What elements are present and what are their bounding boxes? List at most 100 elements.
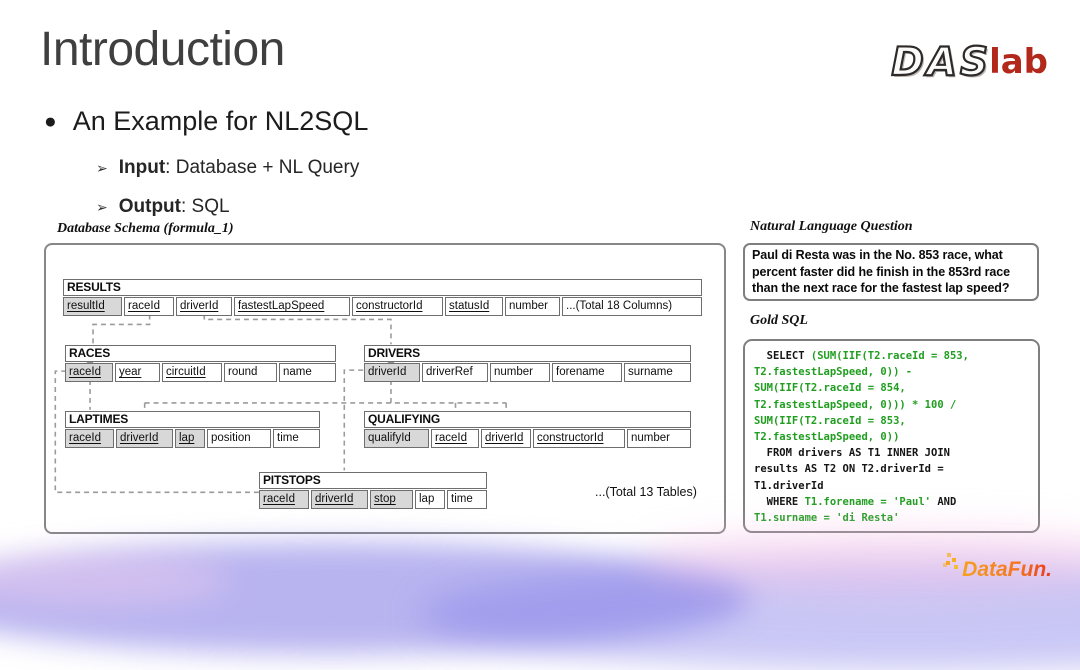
sql-code-line: T2.fastestLapSpeed, 0)) - <box>754 364 1034 380</box>
sql-code-line: T1.driverId <box>754 478 1034 494</box>
column-driverid: driverId <box>311 490 368 509</box>
bullet-input: ➢ Input: Database + NL Query <box>96 157 359 179</box>
gold-sql-section-label: Gold SQL <box>750 313 808 328</box>
sql-expression-text: T2.fastestLapSpeed, 0))) * 100 / <box>754 398 957 411</box>
column-raceid: raceId <box>259 490 309 509</box>
sql-code-line: SUM(IIF(T2.raceId = 854, <box>754 380 1034 396</box>
sql-expression-text: SUM(IIF(T2.raceId = 853, <box>754 414 906 427</box>
arrow-bullet-icon: ➢ <box>96 199 108 215</box>
sql-code-line: WHERE T1.forename = 'Paul' AND <box>754 494 1034 510</box>
fk-connector-line <box>54 370 259 494</box>
sql-code-line: FROM drivers AS T1 INNER JOIN <box>754 445 1034 461</box>
column-stop: stop <box>370 490 413 509</box>
column-number: number <box>490 363 550 382</box>
column-lap: lap <box>175 429 205 448</box>
bullet-main-text: An Example for NL2SQL <box>72 106 369 136</box>
column-fastestlapspeed: fastestLapSpeed <box>234 297 350 316</box>
column-constructorid: constructorId <box>352 297 443 316</box>
fk-connector-line <box>343 369 364 471</box>
sql-keyword-text: FROM drivers AS T1 INNER JOIN <box>754 447 950 460</box>
bullet-main: ● An Example for NL2SQL <box>44 106 368 137</box>
column-resultid: resultId <box>63 297 122 316</box>
daslab-logo-lab: lab <box>989 42 1048 82</box>
sql-code-line: results AS T2 ON T2.driverId = <box>754 461 1034 477</box>
nlq-section-label: Natural Language Question <box>750 219 913 234</box>
column-qualifyid: qualifyId <box>364 429 429 448</box>
fk-connector-line <box>203 314 392 345</box>
sql-code-line: T2.fastestLapSpeed, 0)) <box>754 429 1034 445</box>
footer-wave-pink-left <box>0 554 230 606</box>
column-driverid: driverId <box>176 297 232 316</box>
sql-expression-text: T1.forename = 'Paul' <box>804 495 932 508</box>
sql-expression-text: SUM(IIF(T2.raceId = 854, <box>754 382 906 395</box>
column-total-18-columns: ...(Total 18 Columns) <box>562 297 702 316</box>
sql-keyword-text: WHERE <box>754 495 805 508</box>
column-constructorid: constructorId <box>533 429 625 448</box>
datafun-dots-icon <box>946 561 951 565</box>
sql-code-line: T1.surname = 'di Resta' <box>754 510 1034 526</box>
sql-code: SELECT (SUM(IIF(T2.raceId = 853, T2.faste… <box>743 339 1040 533</box>
sql-code-line: T2.fastestLapSpeed, 0))) * 100 / <box>754 397 1034 413</box>
bullet-output: ➢ Output: SQL <box>96 196 230 218</box>
sql-keyword-text: AND <box>931 495 957 508</box>
datafun-logo: DataFun. <box>944 558 1052 582</box>
table-title-results: RESULTS <box>63 279 702 296</box>
column-position: position <box>207 429 271 448</box>
sql-code-line: SUM(IIF(T2.raceId = 853, <box>754 413 1034 429</box>
sql-expression-text: T2.fastestLapSpeed, 0)) - <box>754 366 913 379</box>
sql-expression-text: T1.surname = 'di Resta' <box>754 512 900 525</box>
column-number: number <box>627 429 691 448</box>
column-driverid: driverId <box>116 429 173 448</box>
column-raceid: raceId <box>65 363 113 382</box>
fk-connector-line <box>92 314 151 345</box>
column-circuitid: circuitId <box>162 363 222 382</box>
sql-keyword-text: results AS T2 ON T2.driverId = <box>754 463 944 476</box>
column-raceid: raceId <box>65 429 114 448</box>
bullet-input-rest: : Database + NL Query <box>165 157 360 178</box>
column-name: name <box>279 363 336 382</box>
footer-wave-pink <box>640 528 1080 592</box>
column-raceid: raceId <box>431 429 479 448</box>
sql-code-line: SELECT (SUM(IIF(T2.raceId = 853, <box>754 348 1034 364</box>
schema-tables-note: ...(Total 13 Tables) <box>595 485 697 499</box>
column-statusid: statusId <box>445 297 503 316</box>
table-title-races: RACES <box>65 345 336 362</box>
column-driverid: driverId <box>481 429 531 448</box>
column-number: number <box>505 297 560 316</box>
table-title-laptimes: LAPTIMES <box>65 411 320 428</box>
bullet-input-label: Input <box>118 157 166 178</box>
datafun-logo-text: DataFun. <box>962 558 1052 581</box>
column-round: round <box>224 363 277 382</box>
column-lap: lap <box>415 490 445 509</box>
sql-keyword-text: T1.driverId <box>754 479 824 492</box>
sql-expression-text: T2.fastestLapSpeed, 0)) <box>754 431 900 444</box>
bullet-output-rest: : SQL <box>181 196 230 217</box>
table-title-qualifying: QUALIFYING <box>364 411 691 428</box>
column-time: time <box>273 429 320 448</box>
bullet-output-label: Output <box>118 196 181 217</box>
schema-section-label: Database Schema (formula_1) <box>57 221 234 236</box>
nl-question-box: Paul di Resta was in the No. 853 race, w… <box>743 243 1039 301</box>
column-forename: forename <box>552 363 622 382</box>
arrow-bullet-icon: ➢ <box>96 160 108 176</box>
table-title-drivers: DRIVERS <box>364 345 691 362</box>
bullet-dot-icon: ● <box>44 110 57 133</box>
table-title-pitstops: PITSTOPS <box>259 472 487 489</box>
sql-expression-text: (SUM(IIF(T2.raceId = 853, <box>810 350 969 362</box>
column-driverid: driverId <box>364 363 420 382</box>
column-raceid: raceId <box>124 297 174 316</box>
column-time: time <box>447 490 487 509</box>
daslab-logo-das: DAS <box>890 39 992 86</box>
sql-keyword-text: SELECT <box>754 350 811 362</box>
page-title: Introduction <box>40 23 285 76</box>
